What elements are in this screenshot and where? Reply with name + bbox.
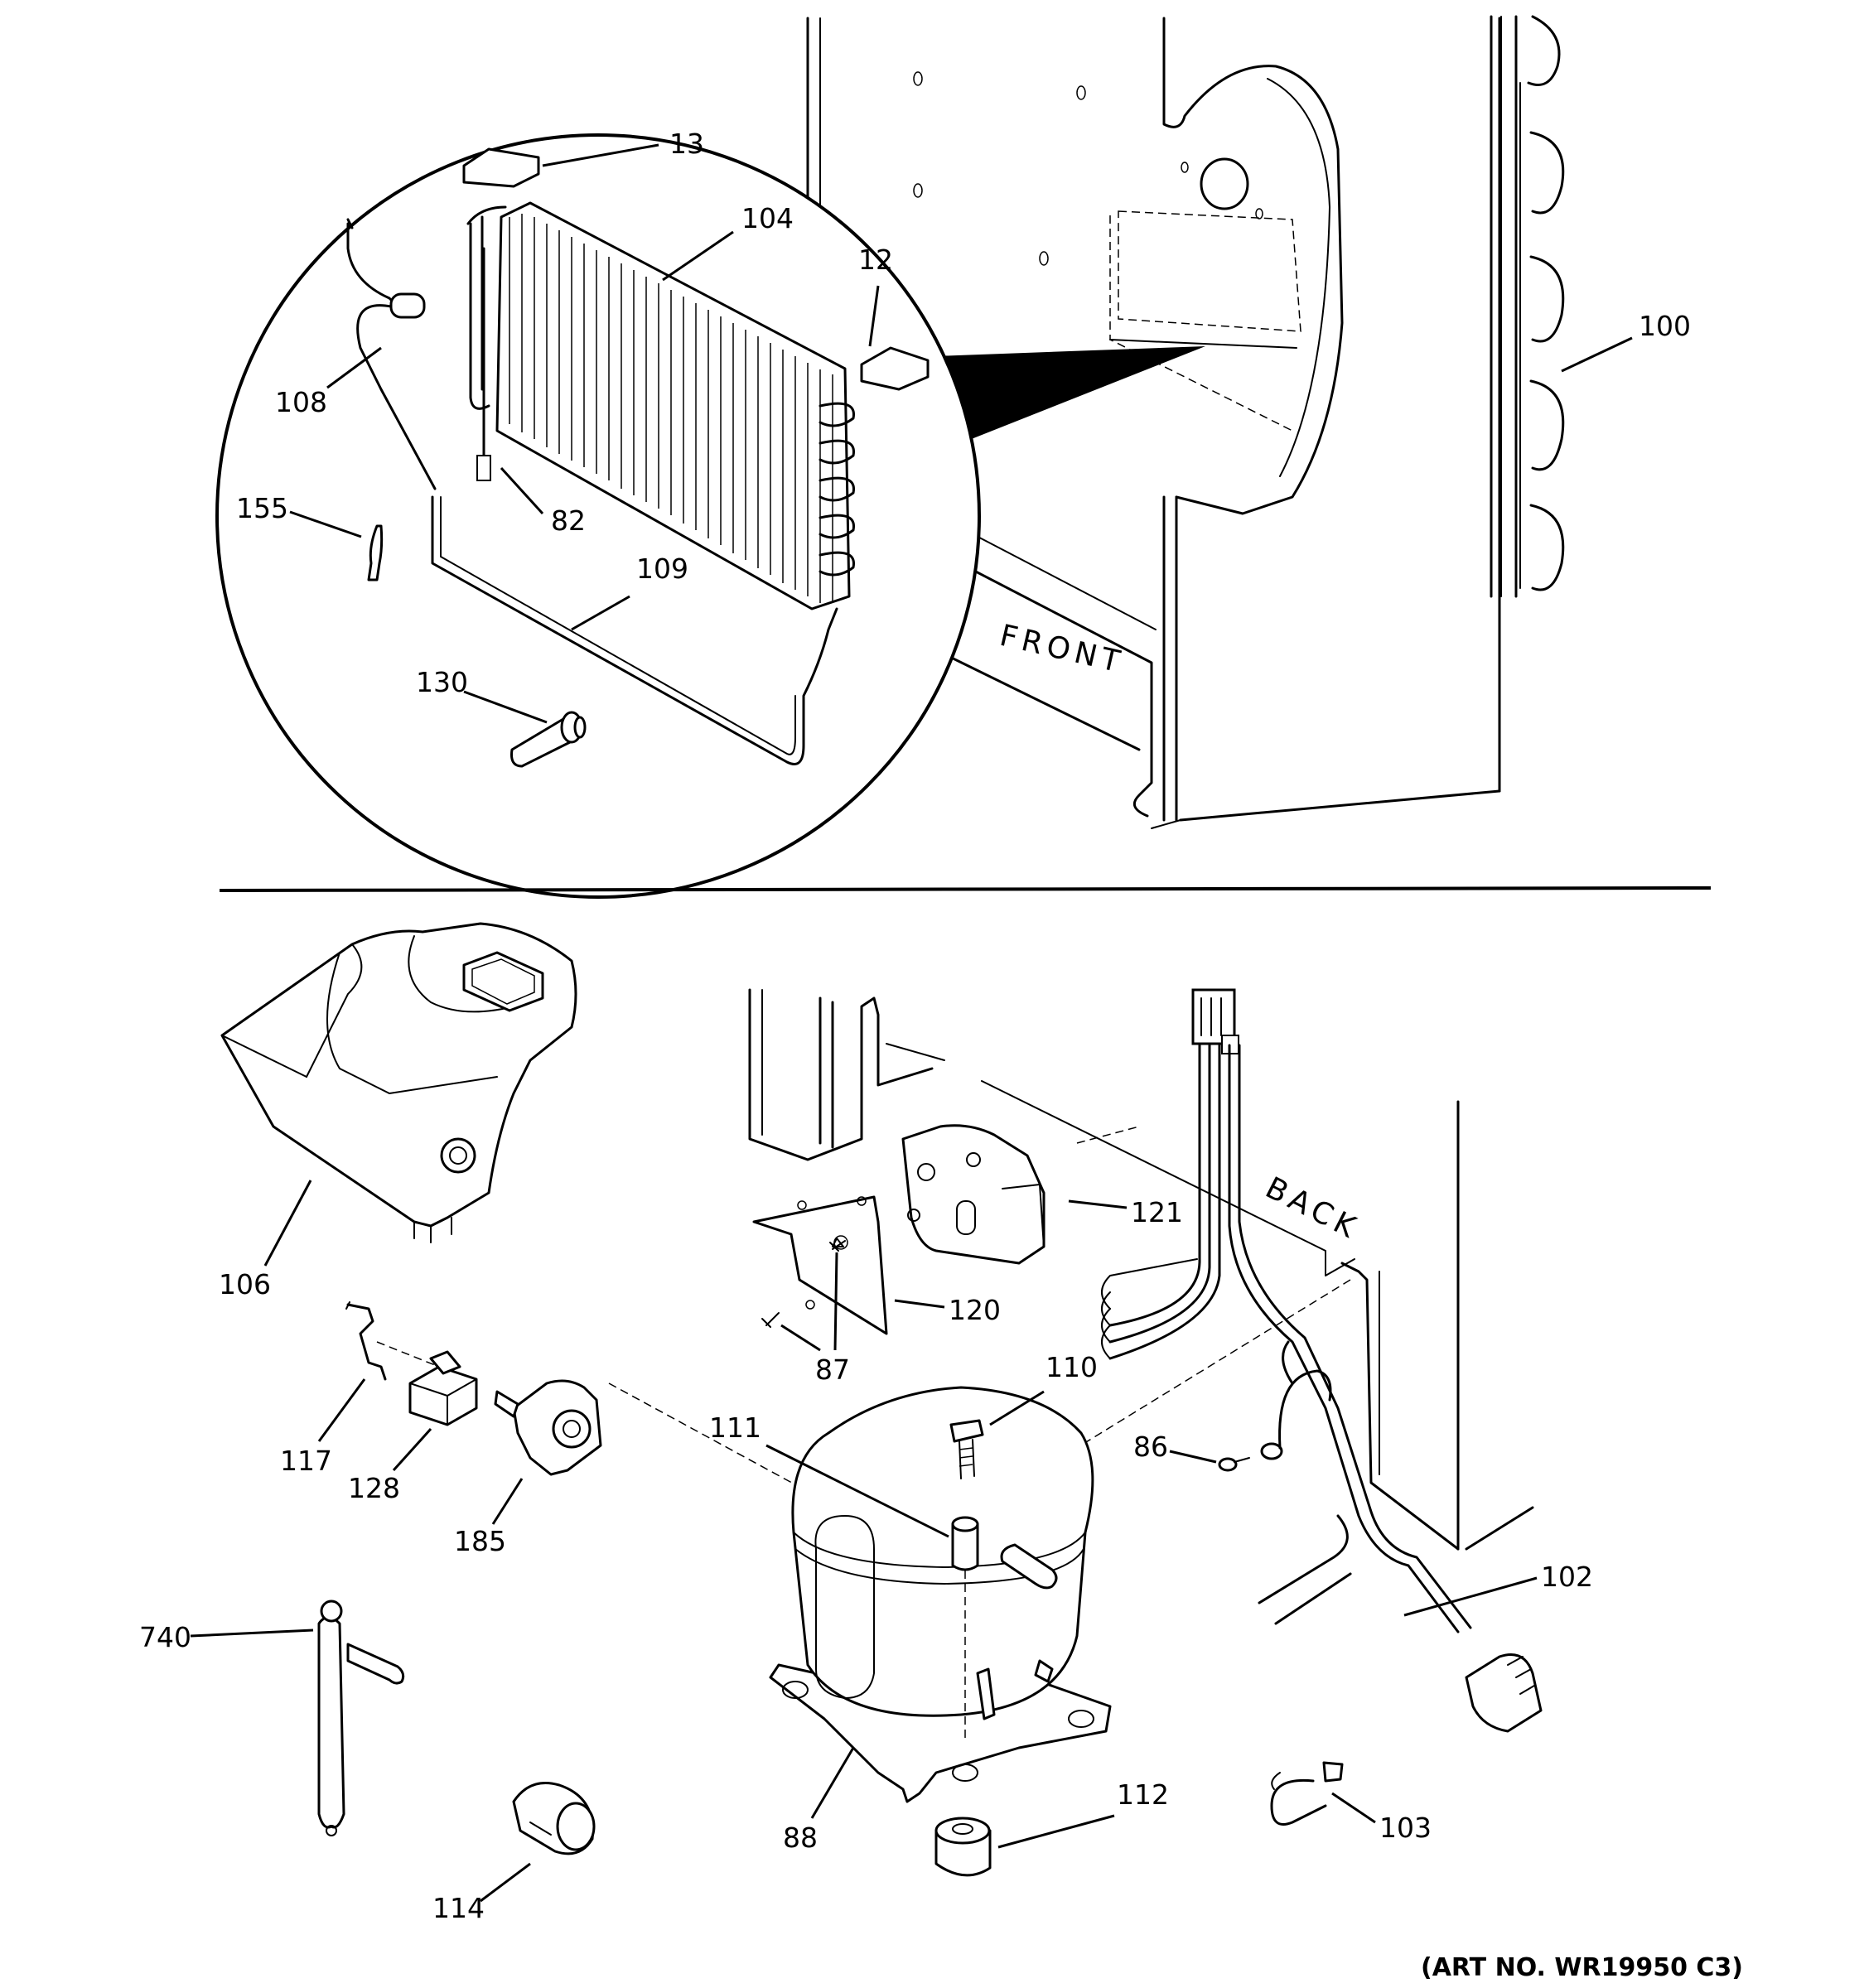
callout-86: 86 [1133, 1431, 1168, 1463]
part-740-drier [317, 1600, 405, 1836]
callout-102: 102 [1541, 1561, 1593, 1593]
callout-88: 88 [783, 1822, 818, 1854]
part-12-block [860, 346, 930, 391]
part-185-overload [494, 1379, 602, 1476]
callout-103: 103 [1379, 1812, 1432, 1844]
art-number: (ART NO. WR19950 C3) [1421, 1953, 1743, 1982]
part-13-block [462, 147, 540, 188]
evaporator-detail-circle [215, 133, 1205, 899]
part-117-clip [345, 1301, 387, 1381]
callout-111: 111 [709, 1411, 761, 1444]
part-103-clip [1270, 1761, 1344, 1826]
callout-108: 108 [275, 386, 327, 418]
callout-155: 155 [236, 492, 288, 524]
back-label: BACK [1260, 1170, 1365, 1247]
callout-130: 130 [416, 666, 468, 698]
callout-12: 12 [858, 244, 893, 276]
part-120-bracket [752, 1195, 888, 1335]
callout-117: 117 [280, 1445, 332, 1477]
part-108-sensor [346, 218, 437, 490]
callout-121: 121 [1131, 1196, 1183, 1228]
callout-104: 104 [741, 202, 794, 234]
part-88-compressor [769, 1386, 1112, 1803]
evaporator-104 [466, 201, 855, 610]
callout-114: 114 [432, 1892, 485, 1924]
section-divider [219, 886, 1712, 892]
callout-106: 106 [219, 1268, 271, 1300]
callout-87: 87 [815, 1353, 850, 1386]
wiring-harness [1101, 988, 1472, 1633]
callout-128: 128 [348, 1472, 400, 1504]
part-106-housing [220, 922, 577, 1243]
part-86-screw [1218, 1369, 1332, 1472]
callout-740: 740 [139, 1621, 191, 1653]
callout-185: 185 [454, 1525, 506, 1557]
part-112-grommet [934, 1817, 992, 1877]
callout-110: 110 [1045, 1351, 1098, 1383]
part-121-timer [901, 1124, 1045, 1265]
front-label: FRONT [997, 619, 1128, 680]
part-110-bolt [949, 1419, 984, 1479]
part-130-fitting [510, 711, 587, 768]
callout-100: 100 [1639, 310, 1691, 342]
part-109-wire [431, 495, 838, 765]
callout-82: 82 [551, 504, 586, 537]
part-111-spacer [951, 1516, 979, 1571]
part-155-clip [367, 524, 384, 581]
part-102-power-cord [1258, 1340, 1543, 1733]
lower-cabinet-drawing [376, 988, 1534, 1551]
callout-120: 120 [949, 1294, 1001, 1326]
callout-112: 112 [1117, 1778, 1169, 1811]
cabinet-drawing [806, 15, 1565, 829]
part-87-screws [761, 1240, 846, 1328]
part-82-heater [476, 247, 491, 481]
callout-109: 109 [636, 552, 688, 585]
part-114-cap [512, 1782, 596, 1855]
callout-13: 13 [669, 128, 704, 160]
part-128-relay [408, 1350, 478, 1426]
